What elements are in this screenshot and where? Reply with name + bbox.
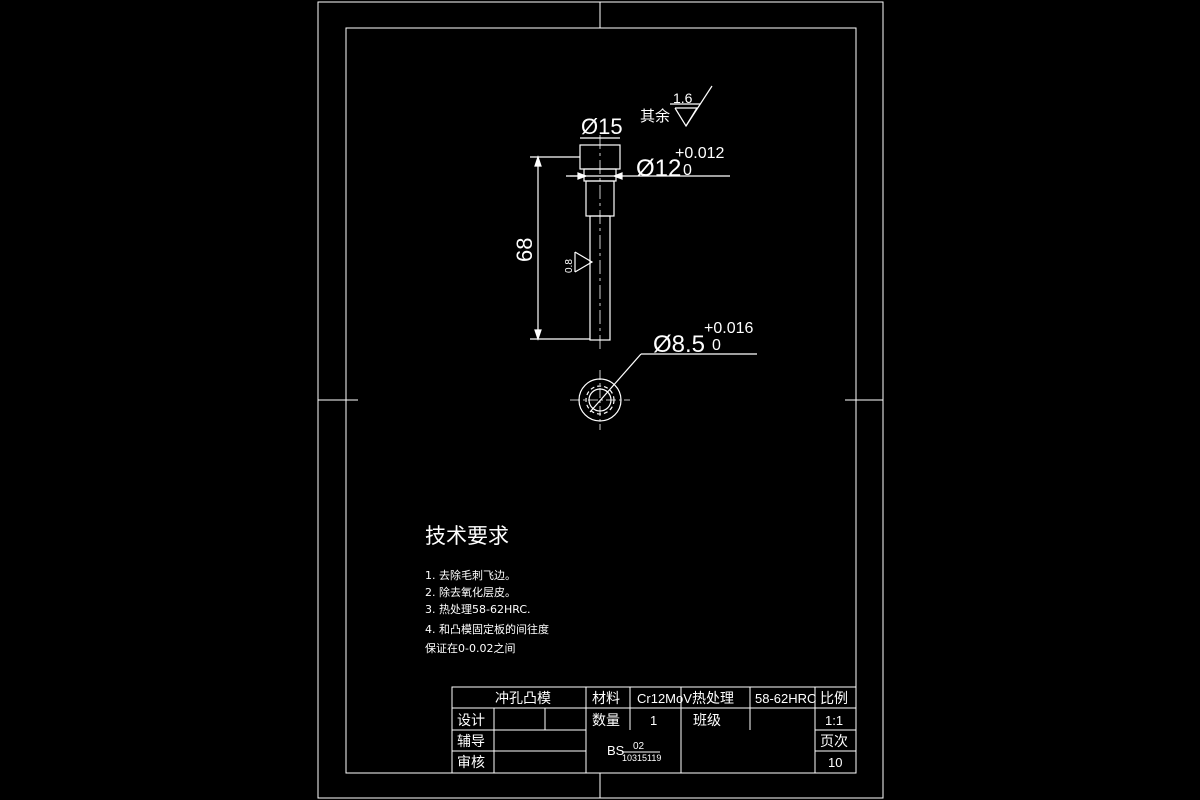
tb-scale-label: 比例	[820, 691, 848, 707]
tb-qty-value: 1	[650, 713, 657, 728]
dim-d12-lower-tol: 0	[683, 162, 692, 179]
tb-tutor-label: 辅导	[457, 734, 485, 750]
tb-page-label: 页次	[820, 734, 848, 750]
tech-req-item: 3. 热处理58-62HRC.	[425, 603, 531, 616]
tb-part-name: 冲孔凸模	[495, 691, 551, 707]
dim-length: 68	[512, 238, 537, 262]
tb-design-label: 设计	[457, 713, 485, 729]
tb-page-value: 10	[828, 755, 842, 770]
roughness-other-value: 1.6	[673, 90, 693, 106]
tech-req-item: 2. 除去氧化层皮。	[425, 585, 516, 599]
tb-drawing-no-top: 02	[633, 741, 645, 752]
tb-class-label: 班级	[693, 713, 721, 729]
tb-drawing-no-prefix: BS	[607, 743, 625, 758]
dim-d12: Ø12	[636, 155, 681, 182]
tb-qty-label: 数量	[592, 713, 620, 729]
tb-drawing-no-bottom: 10315119	[622, 753, 661, 763]
tech-req-title: 技术要求	[425, 524, 509, 548]
tb-heat-value: 58-62HRC	[755, 691, 816, 706]
tb-material-label: 材料	[592, 691, 620, 707]
dim-d85: Ø8.5	[653, 331, 705, 358]
tech-req-item: 4. 和凸模固定板的间往度	[425, 622, 549, 636]
tb-heat-label: 热处理	[692, 691, 734, 707]
punch-section-view	[570, 353, 757, 430]
tech-req-item: 1. 去除毛刺飞边。	[425, 568, 516, 582]
tb-material-value: Cr12MoV	[637, 691, 692, 706]
title-block: 冲孔凸模 材料 Cr12MoV 热处理 58-62HRC 比例 设计 数量 1 …	[451, 686, 857, 774]
dim-d85-lower-tol: 0	[712, 337, 721, 354]
roughness-other-label: 其余	[640, 107, 670, 125]
tb-review-label: 审核	[457, 755, 485, 771]
punch-front-view	[530, 135, 730, 350]
roughness-shaft-value: 0.8	[564, 259, 575, 273]
tech-req-item: 保证在0-0.02之间	[425, 641, 515, 655]
roughness-other-symbol	[670, 85, 713, 128]
dimension-texts: Ø15 Ø12 +0.012 0 Ø8.5 +0.016 0 68 其余 1.6…	[512, 90, 753, 358]
technical-requirements: 技术要求 1. 去除毛刺飞边。 2. 除去氧化层皮。 3. 热处理58-62HR…	[425, 524, 549, 655]
dim-d12-upper-tol: +0.012	[675, 145, 724, 162]
tb-scale-value: 1:1	[825, 713, 843, 728]
dim-d15: Ø15	[581, 114, 623, 139]
dim-d85-upper-tol: +0.016	[704, 320, 753, 337]
